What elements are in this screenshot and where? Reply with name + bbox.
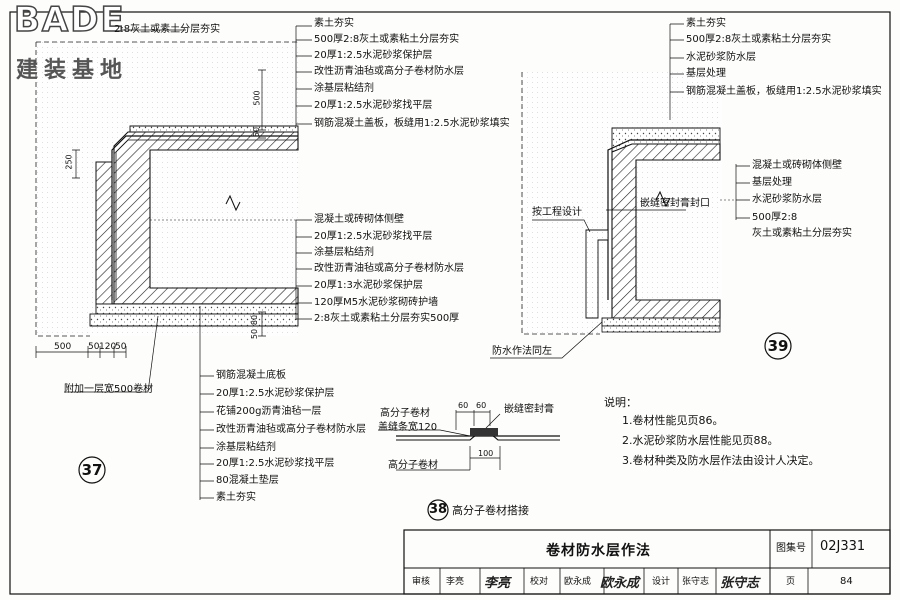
detail-39-section — [490, 23, 792, 360]
d38-top-label: 高分子卷材 — [380, 408, 430, 419]
d37-top-layer: 涂基层粘结剂 — [314, 83, 374, 94]
d37-top-layer: 500厚2:8灰土或素粘土分层夯实 — [314, 34, 460, 45]
d38-strip-label: 盖缝条宽120 — [378, 422, 438, 433]
title-block-grid — [403, 529, 891, 595]
d37-dim-500-vertical: 500 — [252, 90, 262, 106]
proof-label: 校对 — [530, 577, 549, 587]
d37-floor-layer: 20厚1:2.5水泥砂浆保护层 — [216, 388, 335, 399]
design-label: 设计 — [652, 577, 671, 587]
d39-side-layer: 水泥砂浆防水层 — [752, 194, 822, 205]
d39-seal-label: 嵌缝密封膏封口 — [640, 198, 710, 209]
d37-floor-layer: 涂基层粘结剂 — [216, 442, 276, 453]
d38-dim-a: 60 — [458, 401, 469, 410]
d37-top-layer: 改性沥青油毡或高分子卷材防水层 — [314, 66, 464, 77]
note-item: 2.水泥砂浆防水层性能见页88。 — [622, 434, 779, 447]
proofreader-signature: 欧永成 — [600, 576, 640, 591]
d39-side-layer: 灰土或素粘土分层夯实 — [752, 228, 852, 239]
d39-side-layer: 基层处理 — [752, 177, 792, 188]
detail-38-number: 38 — [428, 502, 448, 517]
page-number: 84 — [840, 576, 853, 587]
d37-dim-bottom: 50 — [88, 342, 100, 352]
d37-top-layer: 20厚1:2.5水泥砂浆找平层 — [314, 100, 433, 111]
atlas-label: 图集号 — [776, 543, 806, 554]
d37-dim-bottom: 500 — [54, 342, 72, 352]
d37-side-layer: 涂基层粘结剂 — [314, 247, 374, 258]
atlas-number: 02J331 — [820, 539, 866, 554]
d38-bottom-label: 高分子卷材 — [388, 460, 438, 471]
reviewer-signature: 李亮 — [484, 576, 511, 591]
d37-dim-50b: 50 — [250, 328, 260, 340]
d39-side-layer: 混凝土或砖砌体侧壁 — [752, 160, 842, 171]
detail-38-section — [378, 410, 560, 521]
designer-signature: 张守志 — [720, 576, 760, 591]
d37-side-layer: 混凝土或砖砌体侧壁 — [314, 214, 404, 225]
d37-top-fill-label: 2:8灰土或素土分层夯实 — [114, 24, 221, 35]
d37-extra-layer-label: 附加一层宽500卷材 — [64, 384, 154, 395]
d39-top-layer: 水泥砂浆防水层 — [686, 52, 756, 63]
detail-37-number: 37 — [81, 461, 103, 479]
d37-dim-50-vertical: 50 — [252, 126, 262, 138]
d37-dim-bottom: 120 — [99, 342, 117, 352]
d39-top-layer: 钢筋混凝土盖板，板缝用1:2.5水泥砂浆填实 — [686, 86, 882, 97]
d39-side-layer: 500厚2:8 — [752, 212, 798, 223]
notes-heading: 说明： — [604, 396, 637, 409]
d37-side-layer: 改性沥青油毡或高分子卷材防水层 — [314, 263, 464, 274]
d37-side-layer: 20厚1:3水泥砂浆保护层 — [314, 280, 423, 291]
designer-name: 张守志 — [682, 577, 710, 587]
reviewer-name: 李亮 — [446, 577, 465, 587]
d37-dim-80: 80 — [250, 314, 260, 326]
d39-same-label: 防水作法同左 — [492, 346, 552, 357]
d37-floor-layer: 20厚1:2.5水泥砂浆找平层 — [216, 458, 335, 469]
d39-top-layer: 500厚2:8灰土或素粘土分层夯实 — [686, 34, 832, 45]
note-item: 1.卷材性能见页86。 — [622, 414, 724, 427]
brand-logo: BADE — [13, 0, 126, 41]
detail-37-section — [35, 25, 312, 500]
d37-dim-bottom: 50 — [115, 342, 127, 352]
d37-side-layer: 20厚1:2.5水泥砂浆找平层 — [314, 231, 433, 242]
d39-top-layer: 基层处理 — [686, 68, 726, 79]
note-item: 3.卷材种类及防水层作法由设计人决定。 — [622, 454, 820, 467]
d37-floor-layer: 80混凝土垫层 — [216, 475, 279, 486]
d37-side-layer: 2:8灰土或素粘土分层夯实500厚 — [314, 313, 460, 324]
d37-top-layer: 素土夯实 — [314, 18, 354, 29]
d38-seal-label: 嵌缝密封膏 — [504, 404, 554, 415]
d39-design-label: 按工程设计 — [532, 207, 582, 218]
d37-top-layer: 20厚1:2.5水泥砂浆保护层 — [314, 50, 433, 61]
d37-top-layer: 钢筋混凝土盖板，板缝用1:2.5水泥砂浆填实 — [314, 118, 510, 129]
brand-subtitle: 建装基地 — [16, 58, 129, 83]
d38-dim-100: 100 — [478, 449, 494, 458]
d37-floor-layer: 花铺200g沥青油毡一层 — [216, 406, 322, 417]
d37-dim-250: 250 — [64, 154, 74, 170]
d37-floor-layer: 素土夯实 — [216, 492, 256, 503]
d38-caption: 高分子卷材搭接 — [452, 504, 529, 517]
d37-side-layer: 120厚M5水泥砂浆砌砖护墙 — [314, 297, 439, 308]
detail-39-number: 39 — [767, 337, 789, 355]
review-label: 审核 — [412, 577, 431, 587]
proofreader-name: 欧永成 — [564, 577, 592, 587]
d37-floor-layer: 改性沥青油毡或高分子卷材防水层 — [216, 424, 366, 435]
drawing-title: 卷材防水层作法 — [546, 543, 651, 559]
d37-floor-layer: 钢筋混凝土底板 — [216, 370, 286, 381]
d39-top-layer: 素土夯实 — [686, 18, 726, 29]
d38-dim-b: 60 — [476, 401, 487, 410]
page-label: 页 — [786, 577, 796, 587]
